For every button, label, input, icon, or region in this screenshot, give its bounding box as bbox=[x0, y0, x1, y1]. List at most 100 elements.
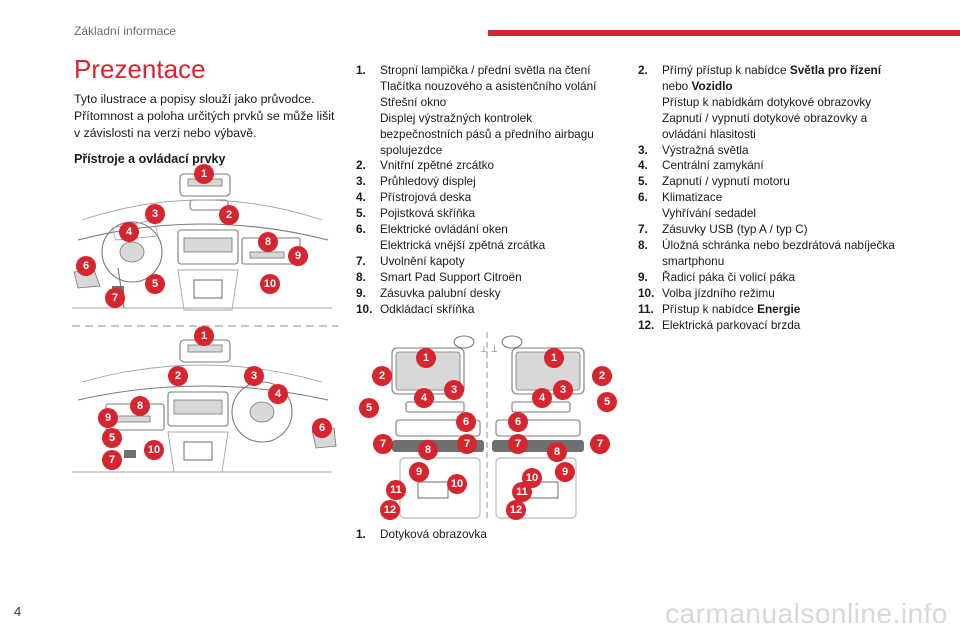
svg-text:7: 7 bbox=[464, 438, 470, 450]
item-text: Displej výstražných kontrolek bezpečnost… bbox=[380, 110, 594, 157]
callout-badge: 6 bbox=[456, 412, 476, 432]
svg-text:8: 8 bbox=[265, 236, 271, 248]
item-number: 8. bbox=[356, 269, 366, 284]
item-text: Vyhřívání sedadel bbox=[662, 206, 756, 221]
svg-text:10: 10 bbox=[264, 278, 276, 290]
svg-text:10: 10 bbox=[148, 444, 160, 456]
item-text: Výstražná světla bbox=[662, 142, 749, 157]
item-text: Zásuvky USB (typ A / typ C) bbox=[662, 222, 808, 237]
item-number: 5. bbox=[356, 206, 366, 221]
svg-text:5: 5 bbox=[109, 432, 115, 444]
console-controls-list: 2. Přímý přístup k nabídce Světla pro ří… bbox=[638, 63, 910, 333]
svg-text:9: 9 bbox=[295, 250, 301, 262]
intro-column: Prezentace Tyto ilustrace a popisy slouž… bbox=[74, 54, 336, 166]
item-text: Zapnutí / vypnutí motoru bbox=[662, 174, 790, 189]
list-item: 7.Uvolnění kapoty bbox=[356, 254, 616, 270]
list-item: 1.Dotyková obrazovka bbox=[356, 527, 616, 543]
item-number: 7. bbox=[638, 222, 648, 237]
dashboard-bottom-view bbox=[72, 339, 337, 473]
item-text: Elektrické ovládání oken bbox=[380, 222, 508, 237]
item-text: Smart Pad Support Citroën bbox=[380, 269, 522, 284]
touchscreen-list: 1.Dotyková obrazovka bbox=[356, 527, 616, 543]
item-text: Přístrojová deska bbox=[380, 190, 472, 205]
item-number: 2. bbox=[356, 158, 366, 173]
callout-badge: 2 bbox=[168, 366, 188, 386]
item-number: 1. bbox=[356, 63, 366, 77]
callout-badge: 9 bbox=[555, 462, 575, 482]
callout-badge: 2 bbox=[372, 366, 392, 386]
item-text: Elektrická parkovací brzda bbox=[662, 317, 801, 332]
svg-text:1: 1 bbox=[201, 330, 207, 342]
item-text: Přístup k nabídce bbox=[662, 301, 758, 316]
item-number: 10. bbox=[356, 301, 373, 316]
list-item: 12. Elektrická parkovací brzda bbox=[638, 318, 910, 334]
svg-text:2: 2 bbox=[379, 370, 385, 382]
item-number: 12. bbox=[638, 317, 655, 332]
list-item: 2. Přímý přístup k nabídce Světla pro ří… bbox=[638, 63, 910, 143]
menu-name-energy: Energie bbox=[757, 301, 801, 316]
callout-badge: 10 bbox=[447, 474, 467, 494]
list-item: 10.Volba jízdního režimu bbox=[638, 286, 910, 302]
svg-text:4: 4 bbox=[539, 392, 546, 404]
item-text: Zásuvka palubní desky bbox=[380, 285, 501, 300]
item-text: Střešní okno bbox=[380, 94, 447, 109]
item-number: 3. bbox=[638, 142, 648, 157]
svg-text:7: 7 bbox=[597, 438, 603, 450]
callout-badge: 5 bbox=[145, 274, 165, 294]
center-console-illustration: ⊥ ⊥ 1 2 3 4 5 6 7 7 8 9 10 11 12 1 2 3 4… bbox=[359, 332, 617, 522]
svg-text:12: 12 bbox=[510, 504, 522, 516]
svg-text:5: 5 bbox=[366, 402, 372, 414]
list-item: 2.Vnitřní zpětné zrcátko bbox=[356, 158, 616, 174]
svg-text:2: 2 bbox=[226, 209, 232, 221]
list-item: 5.Zapnutí / vypnutí motoru bbox=[638, 174, 910, 190]
item-text: Přístup k nabídkám dotykové obrazovky bbox=[662, 94, 872, 109]
item-text: Pojistková skříňka bbox=[380, 206, 476, 221]
svg-text:10: 10 bbox=[451, 478, 463, 490]
svg-text:6: 6 bbox=[319, 422, 325, 434]
list-item: 8. Smart Pad Support Citroën bbox=[356, 270, 616, 286]
list-item: 9.Zásuvka palubní desky bbox=[356, 286, 616, 302]
item-text: Tlačítka nouzového a asistenčního volání bbox=[380, 78, 597, 93]
callout-badge: 7 bbox=[457, 434, 477, 454]
svg-text:1: 1 bbox=[201, 168, 207, 180]
callout-badge: 9 bbox=[409, 462, 429, 482]
svg-text:6: 6 bbox=[463, 416, 469, 428]
callout-badge: 10 bbox=[144, 440, 164, 460]
callout-badge: 8 bbox=[258, 232, 278, 252]
callout-badge: 8 bbox=[418, 440, 438, 460]
callout-badge: 7 bbox=[102, 450, 122, 470]
item-text: Průhledový displej bbox=[380, 174, 476, 189]
section-header: Základní informace bbox=[74, 24, 177, 38]
callout-badge: 1 bbox=[194, 164, 214, 184]
list-item: 7. Zásuvky USB (typ A / typ C) bbox=[638, 222, 910, 238]
item-number: 6. bbox=[638, 190, 648, 205]
page-number: 4 bbox=[14, 604, 22, 619]
svg-text:8: 8 bbox=[554, 446, 560, 458]
svg-text:4: 4 bbox=[126, 226, 133, 238]
callout-badge: 5 bbox=[102, 428, 122, 448]
svg-text:5: 5 bbox=[152, 278, 158, 290]
callout-badge: 1 bbox=[416, 348, 436, 368]
callout-badge: 10 bbox=[260, 274, 280, 294]
callout-badge: 6 bbox=[508, 412, 528, 432]
watermark: carmanualsonline.info bbox=[665, 598, 948, 629]
callout-badge: 7 bbox=[590, 434, 610, 454]
list-item: 4.Přístrojová deska bbox=[356, 190, 616, 206]
callout-badge: 4 bbox=[532, 388, 552, 408]
svg-text:6: 6 bbox=[83, 260, 89, 272]
item-number: 1. bbox=[356, 527, 366, 541]
item-text: Klimatizace bbox=[662, 190, 723, 205]
callout-badge: 3 bbox=[244, 366, 264, 386]
list-item: 1. Stropní lampička / přední světla na č… bbox=[356, 63, 616, 158]
svg-text:3: 3 bbox=[251, 370, 257, 382]
callout-badge: 5 bbox=[359, 398, 379, 418]
svg-text:3: 3 bbox=[152, 208, 158, 220]
callout-badge: 7 bbox=[373, 434, 393, 454]
svg-text:12: 12 bbox=[384, 504, 396, 516]
callout-badge: 7 bbox=[105, 288, 125, 308]
callout-badge: 12 bbox=[506, 500, 526, 520]
item-number: 10. bbox=[638, 285, 655, 300]
item-number: 8. bbox=[638, 237, 648, 252]
callout-badge: 9 bbox=[288, 246, 308, 266]
item-number: 3. bbox=[356, 174, 366, 189]
